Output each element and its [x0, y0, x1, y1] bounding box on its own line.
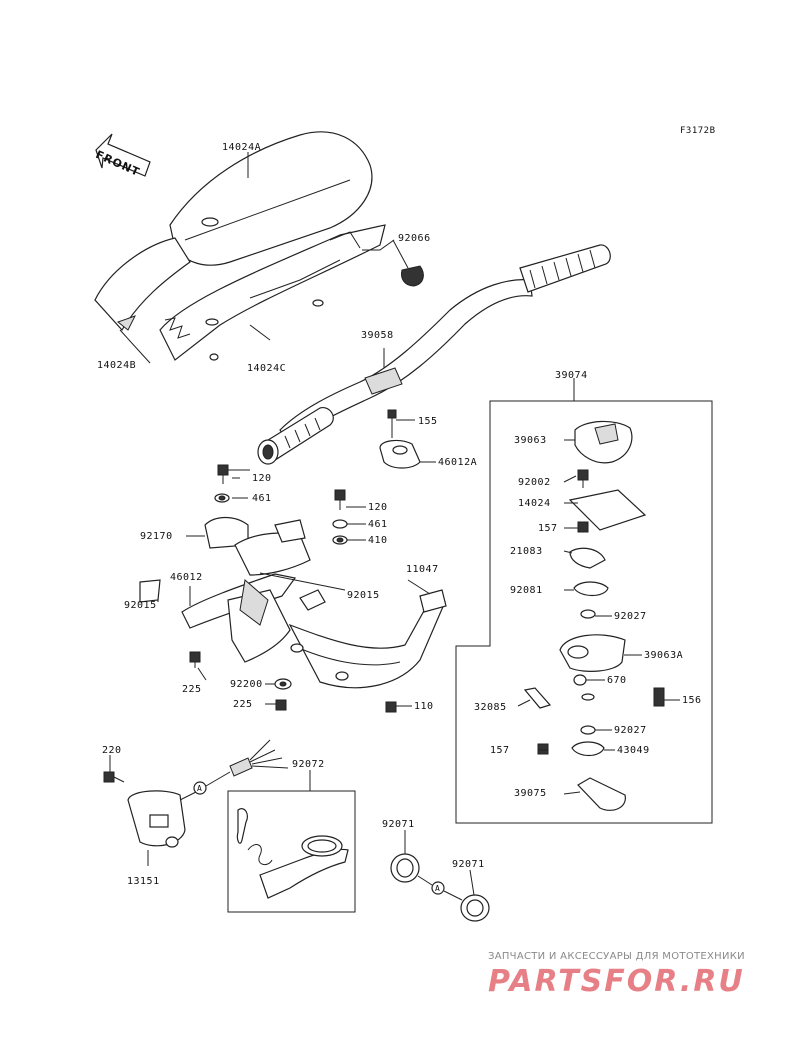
label-32085: 32085	[474, 702, 507, 713]
label-92081: 92081	[510, 585, 543, 596]
label-92015-right: 92015	[347, 590, 380, 601]
seat-assembly-drawing	[94, 131, 386, 361]
label-14024B: 14024B	[97, 360, 137, 371]
label-14024A: 14024A	[222, 142, 262, 153]
label-92066: 92066	[398, 233, 431, 244]
label-92200: 92200	[230, 679, 263, 690]
label-155: 155	[418, 416, 438, 427]
label-39075: 39075	[514, 788, 547, 799]
label-92071-left: 92071	[382, 819, 415, 830]
connector-a-marker-2: A	[435, 884, 441, 893]
connector-a-marker-1: A	[197, 784, 203, 793]
label-39063A: 39063A	[644, 650, 684, 661]
label-92015-left: 92015	[124, 600, 157, 611]
label-156: 156	[682, 695, 702, 706]
label-220: 220	[102, 745, 122, 756]
label-11047: 11047	[406, 564, 439, 575]
label-92072: 92072	[292, 759, 325, 770]
label-46012A: 46012A	[438, 457, 478, 468]
label-461-left: 461	[252, 493, 272, 504]
label-39074: 39074	[555, 370, 588, 381]
rubber-rings-drawing	[390, 830, 490, 922]
label-92002: 92002	[518, 477, 551, 488]
label-670: 670	[607, 675, 627, 686]
watermark-caption: ЗАПЧАСТИ И АКСЕССУАРЫ ДЛЯ МОТОТЕХНИКИ	[488, 951, 745, 962]
handlebar-drawing	[257, 244, 611, 465]
label-46012: 46012	[170, 572, 203, 583]
switch-assembly-box	[455, 378, 713, 824]
label-39063: 39063	[514, 435, 547, 446]
switch-housing-drawing	[103, 739, 289, 866]
label-225-left: 225	[182, 684, 202, 695]
label-120-right: 120	[368, 502, 388, 513]
label-92027-upper: 92027	[614, 611, 647, 622]
label-92170: 92170	[140, 531, 173, 542]
clamp-box	[227, 770, 356, 913]
upper-holder-drawing	[379, 409, 436, 469]
label-225-lower: 225	[233, 699, 253, 710]
label-21083: 21083	[510, 546, 543, 557]
label-43049: 43049	[617, 745, 650, 756]
label-92071-right: 92071	[452, 859, 485, 870]
figure-code: F3172B	[680, 126, 716, 136]
lower-bracket-drawing	[139, 477, 447, 713]
label-120-left: 120	[252, 473, 272, 484]
label-13151: 13151	[127, 876, 160, 887]
label-410: 410	[368, 535, 388, 546]
label-110: 110	[414, 701, 434, 712]
watermark-logo: PARTSFOR.RU	[488, 964, 745, 999]
label-157-lower: 157	[490, 745, 510, 756]
label-14024: 14024	[518, 498, 551, 509]
label-157-upper: 157	[538, 523, 558, 534]
label-461-right: 461	[368, 519, 388, 530]
label-14024C: 14024C	[247, 363, 287, 374]
label-39058: 39058	[361, 330, 394, 341]
label-92027-lower: 92027	[614, 725, 647, 736]
front-arrow-icon	[95, 133, 151, 177]
